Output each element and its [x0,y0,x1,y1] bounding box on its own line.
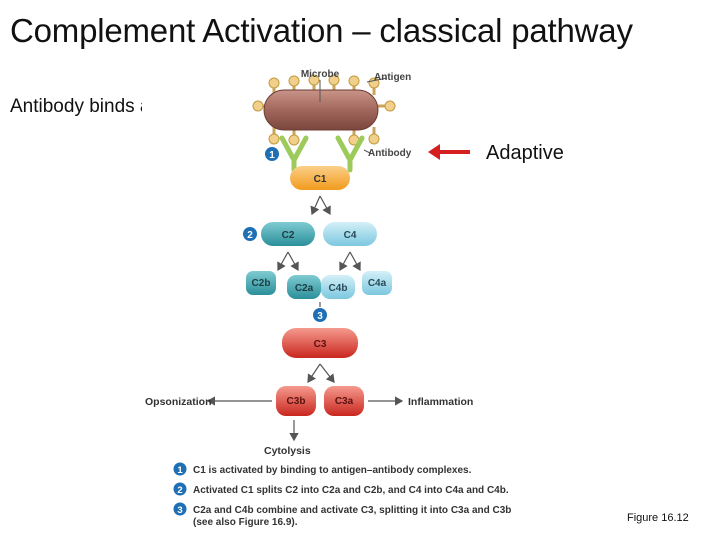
antibody-shapes [279,135,365,173]
figure-reference: Figure 16.12 [627,512,689,524]
c4-label: C4 [344,230,357,241]
antigen-label: Antigen [374,72,411,83]
c2b-fragment [246,271,276,295]
antigen-leader-line [366,77,388,83]
c2-molecule [261,222,315,246]
c2b-label: C2b [252,278,271,289]
step-3-marker-num: 3 [317,311,323,322]
c4b-label: C4b [329,283,348,294]
c3b-fragment [276,386,316,416]
step-2-marker [243,227,257,241]
microbe-shape [263,89,379,131]
legend-step-3-text-cont: (see also Figure 16.9). [193,517,298,528]
legend-step-1-marker [173,462,187,476]
step-1-marker [265,147,279,161]
legend-step-3-num: 3 [177,505,182,516]
inflammation-label: Inflammation [408,396,473,408]
c2a-fragment [287,275,321,299]
c3-split-arrows [307,363,335,383]
legend-step-2-text: Activated C1 splits C2 into C2a and C2b,… [193,485,509,496]
legend-step-1-num: 1 [177,465,183,476]
opsonization-label: Opsonization [145,396,212,408]
c3-molecule [282,328,358,358]
c4a-fragment [362,271,392,295]
diagram-panel: Microbe Antigen Antibody 1 C1 2 C2 C4 C2… [142,66,582,536]
legend-step-3-marker [173,502,187,516]
c1-molecule [290,166,350,190]
adaptive-label: Adaptive [486,142,564,164]
c3a-fragment [324,386,364,416]
c4b-fragment [321,275,355,299]
slide-title: Complement Activation – classical pathwa… [10,12,633,49]
c2-label: C2 [282,230,295,241]
c1-split-arrows [310,195,331,216]
c3b-label: C3b [287,396,306,407]
legend-step-1-text: C1 is activated by binding to antigen–an… [193,465,472,476]
microbe-label: Microbe [301,69,340,80]
step-3-marker [313,308,327,322]
antibody-leader-line [363,149,371,154]
legend-step-2-marker [173,482,187,496]
c4a-label: C4a [368,278,387,289]
c4-molecule [323,222,377,246]
c3a-label: C3a [335,396,354,407]
antibody-label: Antibody [368,148,412,159]
c2-c4-split-arrows [277,251,361,272]
step-1-marker-num: 1 [269,150,275,161]
c2a-label: C2a [295,283,314,294]
legend-step-3-text: C2a and C4b combine and activate C3, spl… [193,505,511,516]
antigen-spikes [252,74,396,146]
legend-step-2-num: 2 [177,485,182,496]
c1-label: C1 [314,174,327,185]
step-2-marker-num: 2 [247,230,253,241]
step-legend: 1 C1 is activated by binding to antigen–… [173,462,511,528]
cytolysis-label: Cytolysis [264,445,311,457]
complement-pathway-diagram: Microbe Antigen Antibody 1 C1 2 C2 C4 C2… [145,69,511,528]
c3-label: C3 [314,339,327,350]
